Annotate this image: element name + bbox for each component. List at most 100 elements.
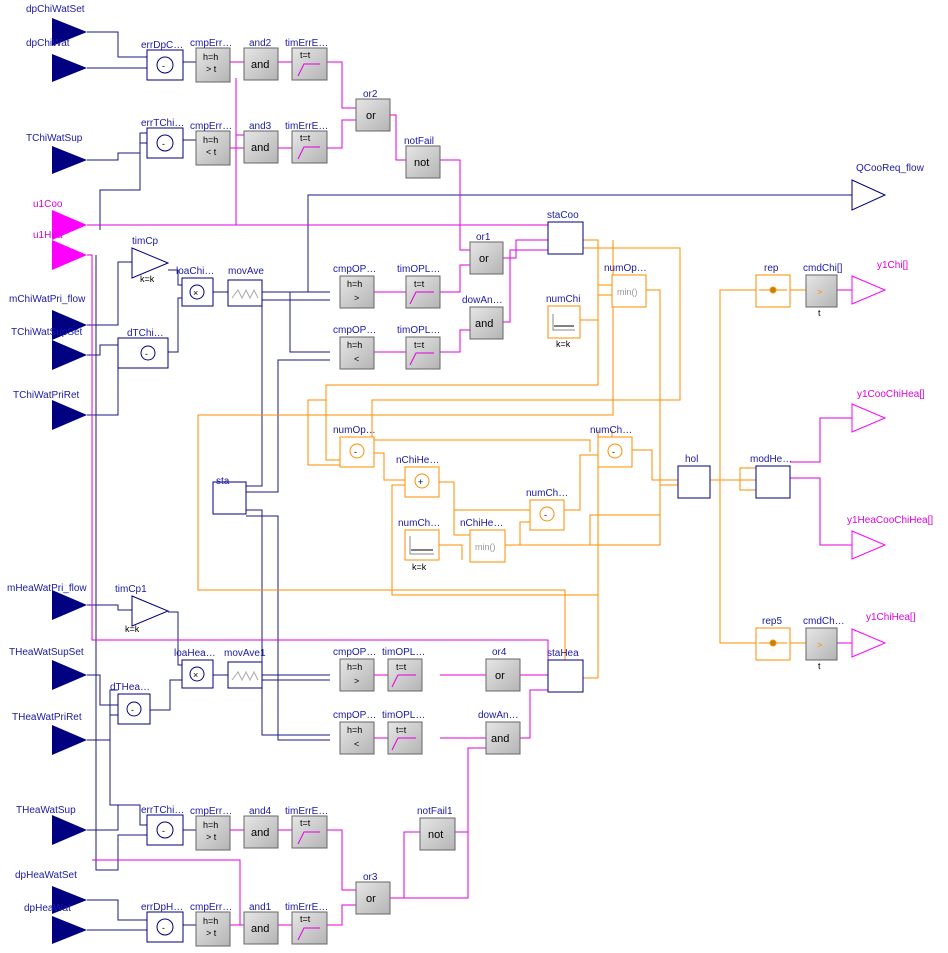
loaChi-block[interactable]: × loaChi… <box>176 266 214 307</box>
QCooReq_flow-output[interactable]: QCooReq_flow <box>851 163 925 211</box>
svg-text:nChiHe…: nChiHe… <box>460 518 503 529</box>
dpHeaWatSet-input[interactable]: dpHeaWatSet <box>15 870 87 914</box>
cmpOP3-block[interactable]: h=h > cmpOP… <box>333 647 376 692</box>
timOPL3-block[interactable]: t=t timOPL… <box>382 647 425 692</box>
u1Hea-input[interactable]: u1Hea <box>33 230 87 270</box>
cmpErr1-block[interactable]: h=h > t cmpErr… <box>190 38 232 83</box>
y1ChiHea-output[interactable]: y1ChiHea[] <box>851 612 916 658</box>
svg-text:sta: sta <box>216 476 230 487</box>
dowAn1-block[interactable]: and dowAn… <box>462 295 504 340</box>
timOPL4-block[interactable]: t=t timOPL… <box>382 710 425 755</box>
svg-text:movAve1: movAve1 <box>224 648 266 659</box>
dowAn2-block[interactable]: and dowAn… <box>478 710 521 755</box>
and3-block[interactable]: and and3 <box>243 121 279 164</box>
timErrE4-block[interactable]: t=t timErrE… <box>285 902 328 945</box>
timErrE2-block[interactable]: t=t timErrE… <box>285 121 328 164</box>
dpChiWat-input[interactable]: dpChiWat <box>26 38 87 82</box>
notFail-block[interactable]: not notFail <box>404 136 441 179</box>
y1HeaCooChiHea-output[interactable]: y1HeaCooChiHea[] <box>847 515 933 560</box>
or2-block[interactable]: or or2 <box>355 89 391 132</box>
svg-text:rep: rep <box>764 263 779 274</box>
dTChi-block[interactable]: - dTChi… <box>117 328 169 369</box>
svg-text:errDpH…: errDpH… <box>141 902 183 913</box>
svg-text:h=h: h=h <box>347 725 362 735</box>
timCp1-block[interactable]: timCp1 k=k <box>115 584 170 634</box>
cmpOP4-block[interactable]: h=h < cmpOP… <box>333 710 376 755</box>
svg-text:or4: or4 <box>492 647 507 658</box>
svg-text:timOPL…: timOPL… <box>382 647 425 658</box>
nChiHe1-block[interactable]: + nChiHe… <box>396 455 440 498</box>
numCh3-block[interactable]: numCh… k=k <box>398 518 440 572</box>
cmdChi-block[interactable]: > cmdChi[] t <box>803 263 843 318</box>
svg-text:loaChi…: loaChi… <box>176 266 214 277</box>
TChiWatSup-input[interactable]: TChiWatSup <box>26 133 87 174</box>
svg-text:hol: hol <box>685 454 698 465</box>
y1Chi-output[interactable]: y1Chi[] <box>851 260 908 305</box>
mChiWatPri_flow-input[interactable]: mChiWatPri_flow <box>9 294 87 340</box>
and2-block[interactable]: and and2 <box>243 38 279 81</box>
y1CooChiHea-output[interactable]: y1CooChiHea[] <box>851 389 925 433</box>
svg-text:cmpOP…: cmpOP… <box>333 325 376 336</box>
svg-text:numCh…: numCh… <box>526 488 568 499</box>
cmpErr4-block[interactable]: h=h > t cmpErr… <box>190 902 232 947</box>
and1-block[interactable]: and and1 <box>243 902 279 945</box>
rep-block[interactable]: rep <box>755 263 791 308</box>
TChiWatSupSet-input[interactable]: TChiWatSupSet <box>11 327 87 370</box>
cmdCh2-block[interactable]: > cmdCh… t <box>803 616 845 671</box>
errTChi1-block[interactable]: - errTChi… <box>141 118 184 159</box>
svg-text:not: not <box>414 157 429 169</box>
modHe-block[interactable]: modHe… <box>750 454 792 499</box>
movAve-block[interactable]: movAve <box>227 266 264 307</box>
timOPL2-block[interactable]: t=t timOPL… <box>397 325 441 370</box>
or4-block[interactable]: or or4 <box>485 647 521 692</box>
loaHea-block[interactable]: × loaHea… <box>174 648 216 689</box>
timCp-block[interactable]: timCp k=k <box>131 236 170 284</box>
svg-text:t=t: t=t <box>396 725 407 735</box>
timErrE3-block[interactable]: t=t timErrE… <box>285 806 328 849</box>
TChiWatPriRet-input[interactable]: TChiWatPriRet <box>13 390 87 430</box>
and4-block[interactable]: and and4 <box>243 806 279 849</box>
numChi-block[interactable]: numChi k=k <box>546 294 581 349</box>
rep5-block[interactable]: rep5 <box>755 616 791 661</box>
svg-text:>: > <box>354 293 359 303</box>
svg-text:t=t: t=t <box>414 340 425 350</box>
hol-block[interactable]: hol <box>677 454 711 499</box>
dpChiWatSet-input[interactable]: dpChiWatSet <box>26 4 87 46</box>
numCh2-block[interactable]: - numCh… <box>526 488 568 531</box>
numOp2-block[interactable]: - numOp… <box>333 425 376 468</box>
svg-text:dowAn…: dowAn… <box>478 710 519 721</box>
u1Coo-input[interactable]: u1Coo <box>33 199 87 240</box>
movAve1-block[interactable]: movAve1 <box>224 648 266 689</box>
THeaWatSupSet-input[interactable]: THeaWatSupSet <box>9 647 87 690</box>
notFail1-block[interactable]: not notFail1 <box>417 806 456 851</box>
staCoo-block[interactable]: staCoo <box>547 210 584 255</box>
cmpOP1-block[interactable]: h=h > cmpOP… <box>333 264 376 309</box>
THeaWatSup-input[interactable]: THeaWatSup <box>16 805 87 845</box>
sta-block[interactable]: sta <box>212 476 247 515</box>
errDpC-block[interactable]: - errDpC… <box>141 40 184 81</box>
errTChi2-block[interactable]: - errTChi… <box>141 805 184 846</box>
timErrE1-block[interactable]: t=t timErrE… <box>285 38 328 81</box>
cmpErr2-block[interactable]: h=h < t cmpErr… <box>190 121 232 166</box>
staHea-block[interactable]: staHea <box>547 648 584 693</box>
THeaWatPriRet-input[interactable]: THeaWatPriRet <box>12 712 87 755</box>
or1-block[interactable]: or or1 <box>469 232 504 275</box>
nChiHe2-block[interactable]: min() nChiHe… <box>460 518 506 563</box>
timOPL1-block[interactable]: t=t timOPL… <box>397 264 441 309</box>
svg-text:timErrE…: timErrE… <box>285 121 328 132</box>
svg-text:THeaWatPriRet: THeaWatPriRet <box>12 712 82 723</box>
svg-text:h=h: h=h <box>347 662 362 672</box>
svg-text:k=k: k=k <box>556 339 571 349</box>
numCh1-block[interactable]: - numCh… <box>590 425 633 468</box>
or3-block[interactable]: or or3 <box>355 872 391 915</box>
dTHea-block[interactable]: - dTHea… <box>110 682 151 725</box>
errDpH-block[interactable]: - errDpH… <box>141 902 184 943</box>
dpHeaWat-input[interactable]: dpHeaWat <box>24 903 87 944</box>
numOp1-block[interactable]: min() numOp… <box>604 263 647 308</box>
mHeaWatPri_flow-input[interactable]: mHeaWatPri_flow <box>7 583 87 620</box>
svg-text:and2: and2 <box>249 38 272 49</box>
svg-text:timOPL…: timOPL… <box>397 264 440 275</box>
cmpErr3-block[interactable]: h=h > t cmpErr… <box>190 806 232 851</box>
cmpOP2-block[interactable]: h=h < cmpOP… <box>333 325 376 370</box>
